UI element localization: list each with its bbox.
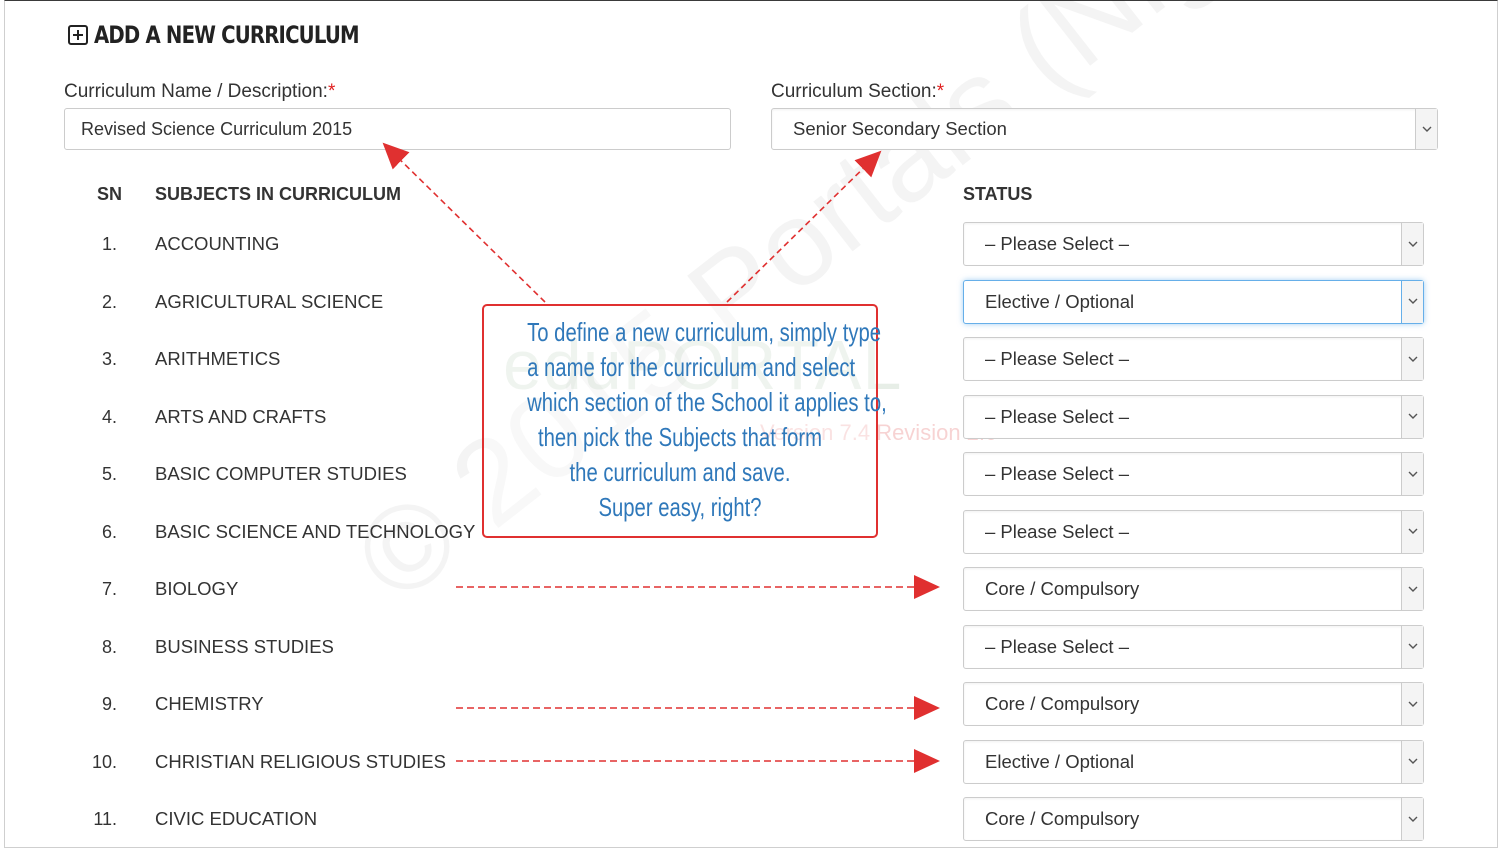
status-value: – Please Select – [985,520,1129,542]
chevron-down-icon[interactable] [1401,625,1423,668]
callout-line: which section of the School it applies t… [527,387,887,417]
row-number: 10. [91,751,117,772]
chevron-down-icon[interactable] [1401,510,1423,553]
callout-line: To define a new curriculum, simply type [527,317,882,347]
callout-line: a name for the curriculum and select [527,352,856,382]
row-number: 5. [101,464,117,484]
page-title: ADD A NEW CURRICULUM [94,21,360,49]
curriculum-section-label: Curriculum Section:* [771,81,944,103]
row-number: 4. [101,406,117,427]
chevron-down-icon[interactable] [1401,683,1423,725]
curriculum-name-label-text: Curriculum Name / Description: [64,81,328,102]
row-number: 8. [101,636,117,657]
page-heading: ADD A NEW CURRICULUM [68,18,417,52]
page-frame [4,0,1498,848]
required-mark: * [327,81,336,102]
chevron-down-icon[interactable] [1401,740,1423,783]
status-select[interactable]: Core / Compulsory [963,567,1424,611]
status-select[interactable]: Core / Compulsory [963,797,1424,841]
subject-name: CHEMISTRY [155,693,264,714]
status-column-header: STATUS [963,184,1033,204]
chevron-down-icon[interactable] [1415,109,1437,149]
row-number: 6. [101,521,117,542]
row-number: 11. [93,809,117,829]
status-select[interactable]: – Please Select – [963,222,1424,266]
status-value: Core / Compulsory [985,578,1140,599]
curriculum-section-select[interactable]: Senior Secondary Section [771,108,1438,150]
status-value: – Please Select – [985,463,1129,484]
row-number: 7. [101,579,117,599]
status-value: Elective / Optional [985,750,1135,772]
chevron-down-icon[interactable] [1401,223,1423,265]
subject-name: ARITHMETICS [155,348,281,369]
row-number: 1. [101,234,117,254]
subject-name: CHRISTIAN RELIGIOUS STUDIES [155,750,446,772]
status-select[interactable]: – Please Select – [963,624,1424,669]
status-value: – Please Select – [985,348,1129,369]
chevron-down-icon[interactable] [1401,280,1423,323]
callout-line: then pick the Subjects that form [537,422,823,452]
chevron-down-icon[interactable] [1401,395,1423,438]
status-value: Elective / Optional [985,290,1135,312]
subject-name: BIOLOGY [155,578,239,599]
row-number: 2. [101,291,117,312]
subject-name: ACCOUNTING [155,233,280,254]
subject-name: ARTS AND CRAFTS [155,405,327,427]
status-select[interactable]: – Please Select – [963,509,1424,554]
subject-name: BASIC SCIENCE AND TECHNOLOGY [155,520,476,542]
callout-line: Super easy, right? [598,492,762,522]
status-select[interactable]: – Please Select – [963,394,1424,439]
curriculum-name-label: Curriculum Name / Description:* [64,81,335,103]
sn-column-header: SN [97,184,123,204]
curriculum-section-value: Senior Secondary Section [793,118,1007,139]
status-value: – Please Select – [985,233,1129,254]
status-value: Core / Compulsory [985,693,1140,714]
help-callout: To define a new curriculum, simply type … [482,304,887,538]
callout-line: the curriculum and save. [569,457,791,487]
row-number: 3. [101,349,117,369]
chevron-down-icon[interactable] [1401,798,1423,840]
row-number: 9. [101,694,117,714]
status-value: Core / Compulsory [985,808,1140,829]
status-select[interactable]: Elective / Optional [963,739,1424,784]
required-mark: * [936,81,945,102]
curriculum-section-label-text: Curriculum Section: [771,81,937,102]
plus-square-icon [68,25,88,45]
status-value: – Please Select – [985,405,1129,427]
curriculum-name-input[interactable] [64,108,731,150]
subject-name: BASIC COMPUTER STUDIES [155,463,407,484]
status-select[interactable]: Core / Compulsory [963,682,1424,726]
subject-name: AGRICULTURAL SCIENCE [155,290,384,312]
subject-name: BUSINESS STUDIES [155,635,334,657]
chevron-down-icon[interactable] [1401,568,1423,610]
chevron-down-icon[interactable] [1401,453,1423,495]
status-select[interactable]: Elective / Optional [963,279,1424,324]
subjects-column-header: SUBJECTS IN CURRICULUM [155,184,402,204]
status-value: – Please Select – [985,635,1129,657]
status-select[interactable]: – Please Select – [963,452,1424,496]
chevron-down-icon[interactable] [1401,338,1423,380]
subject-name: CIVIC EDUCATION [155,808,318,829]
status-select[interactable]: – Please Select – [963,337,1424,381]
